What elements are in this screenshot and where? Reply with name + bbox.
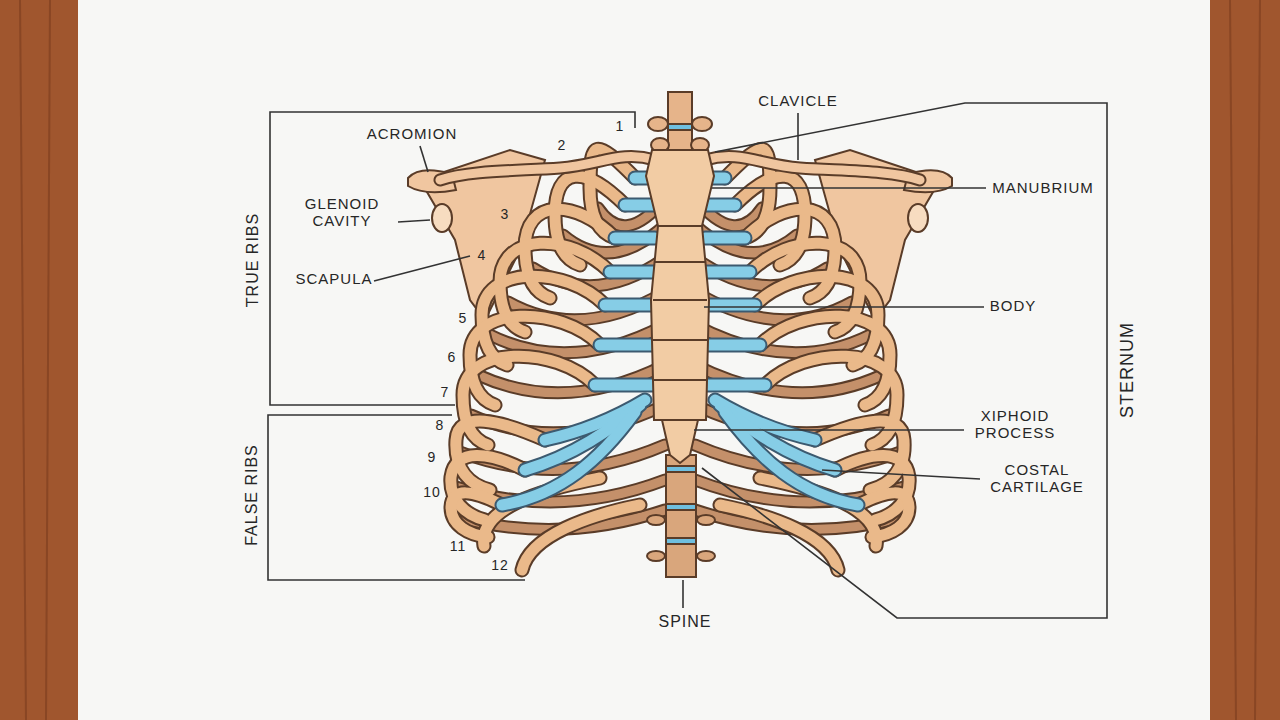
leader-lines (374, 113, 986, 608)
group-label: TRUE RIBS (244, 213, 262, 307)
part-label: BODY (990, 297, 1037, 314)
callout-number: 12 (491, 557, 509, 573)
paper-sheet (78, 0, 1210, 720)
callout-number: 6 (448, 349, 457, 365)
part-label: COSTAL CARTILAGE (985, 461, 1089, 496)
callout-number: 8 (436, 417, 445, 433)
callout-number: 10 (423, 484, 441, 500)
bracket-lines (268, 103, 1107, 618)
callout-number: 5 (459, 310, 468, 326)
callout-number: 9 (428, 449, 437, 465)
part-label: XIPHOID PROCESS (967, 407, 1063, 442)
part-label: SCAPULA (295, 270, 372, 287)
callout-number: 7 (441, 384, 450, 400)
callout-number: 4 (478, 247, 487, 263)
group-label: STERNUM (1117, 322, 1138, 418)
part-label: GLENOID CAVITY (290, 195, 394, 230)
spine-shape (647, 92, 715, 577)
part-label: CLAVICLE (758, 92, 837, 109)
group-label: FALSE RIBS (243, 444, 261, 546)
sternum-shape (646, 150, 714, 463)
wood-grain (20, 0, 1260, 720)
part-label: ACROMION (367, 125, 458, 142)
left-half-rib-cage (408, 149, 665, 570)
callout-number: 2 (558, 137, 567, 153)
part-label: MANUBRIUM (992, 179, 1094, 196)
callout-number: 1 (616, 118, 625, 134)
callout-number: 11 (450, 538, 467, 554)
callout-number: 3 (501, 206, 510, 222)
right-half-rib-cage (695, 149, 952, 570)
part-label: SPINE (658, 613, 711, 631)
